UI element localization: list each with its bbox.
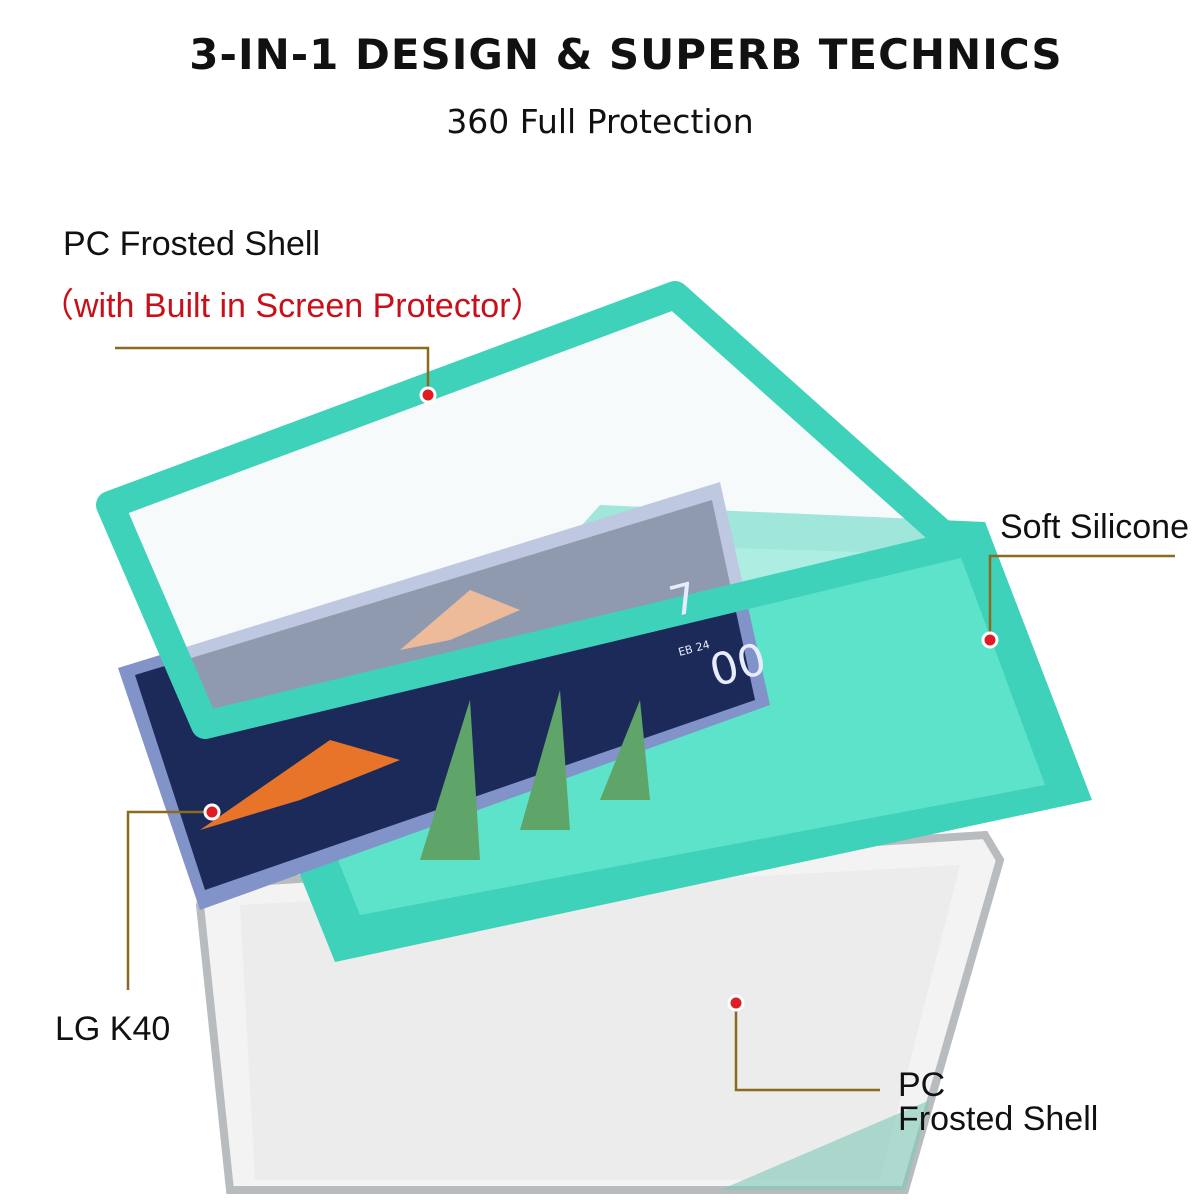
leader-lines xyxy=(115,346,1175,1092)
pc-frosted-frame xyxy=(96,281,969,739)
label-silicone: Soft Silicone xyxy=(1000,508,1189,546)
dot-silicone xyxy=(981,631,999,649)
dot-phone xyxy=(203,803,221,821)
leader-back xyxy=(734,1003,880,1092)
dot-frame xyxy=(419,386,437,404)
screen-leaves xyxy=(420,690,650,860)
marker-dots xyxy=(203,386,999,1012)
leader-frame xyxy=(115,346,430,395)
leader-phone xyxy=(126,810,212,990)
dot-back xyxy=(727,994,745,1012)
frame-screen-protector xyxy=(110,295,955,725)
label-frame-note: （with Built in Screen Protector） xyxy=(40,287,545,325)
label-phone: LG K40 xyxy=(55,1010,171,1048)
label-back-line1: PC xyxy=(898,1066,946,1104)
label-frame: PC Frosted Shell xyxy=(63,225,320,263)
label-back-line2: Frosted Shell xyxy=(898,1100,1099,1138)
page-title: 3-IN-1 DESIGN & SUPERB TECHNICS xyxy=(189,30,1063,79)
back-shell-marble xyxy=(720,1100,930,1190)
page-subtitle: 360 Full Protection xyxy=(446,102,754,141)
leader-silicone xyxy=(988,554,1175,640)
